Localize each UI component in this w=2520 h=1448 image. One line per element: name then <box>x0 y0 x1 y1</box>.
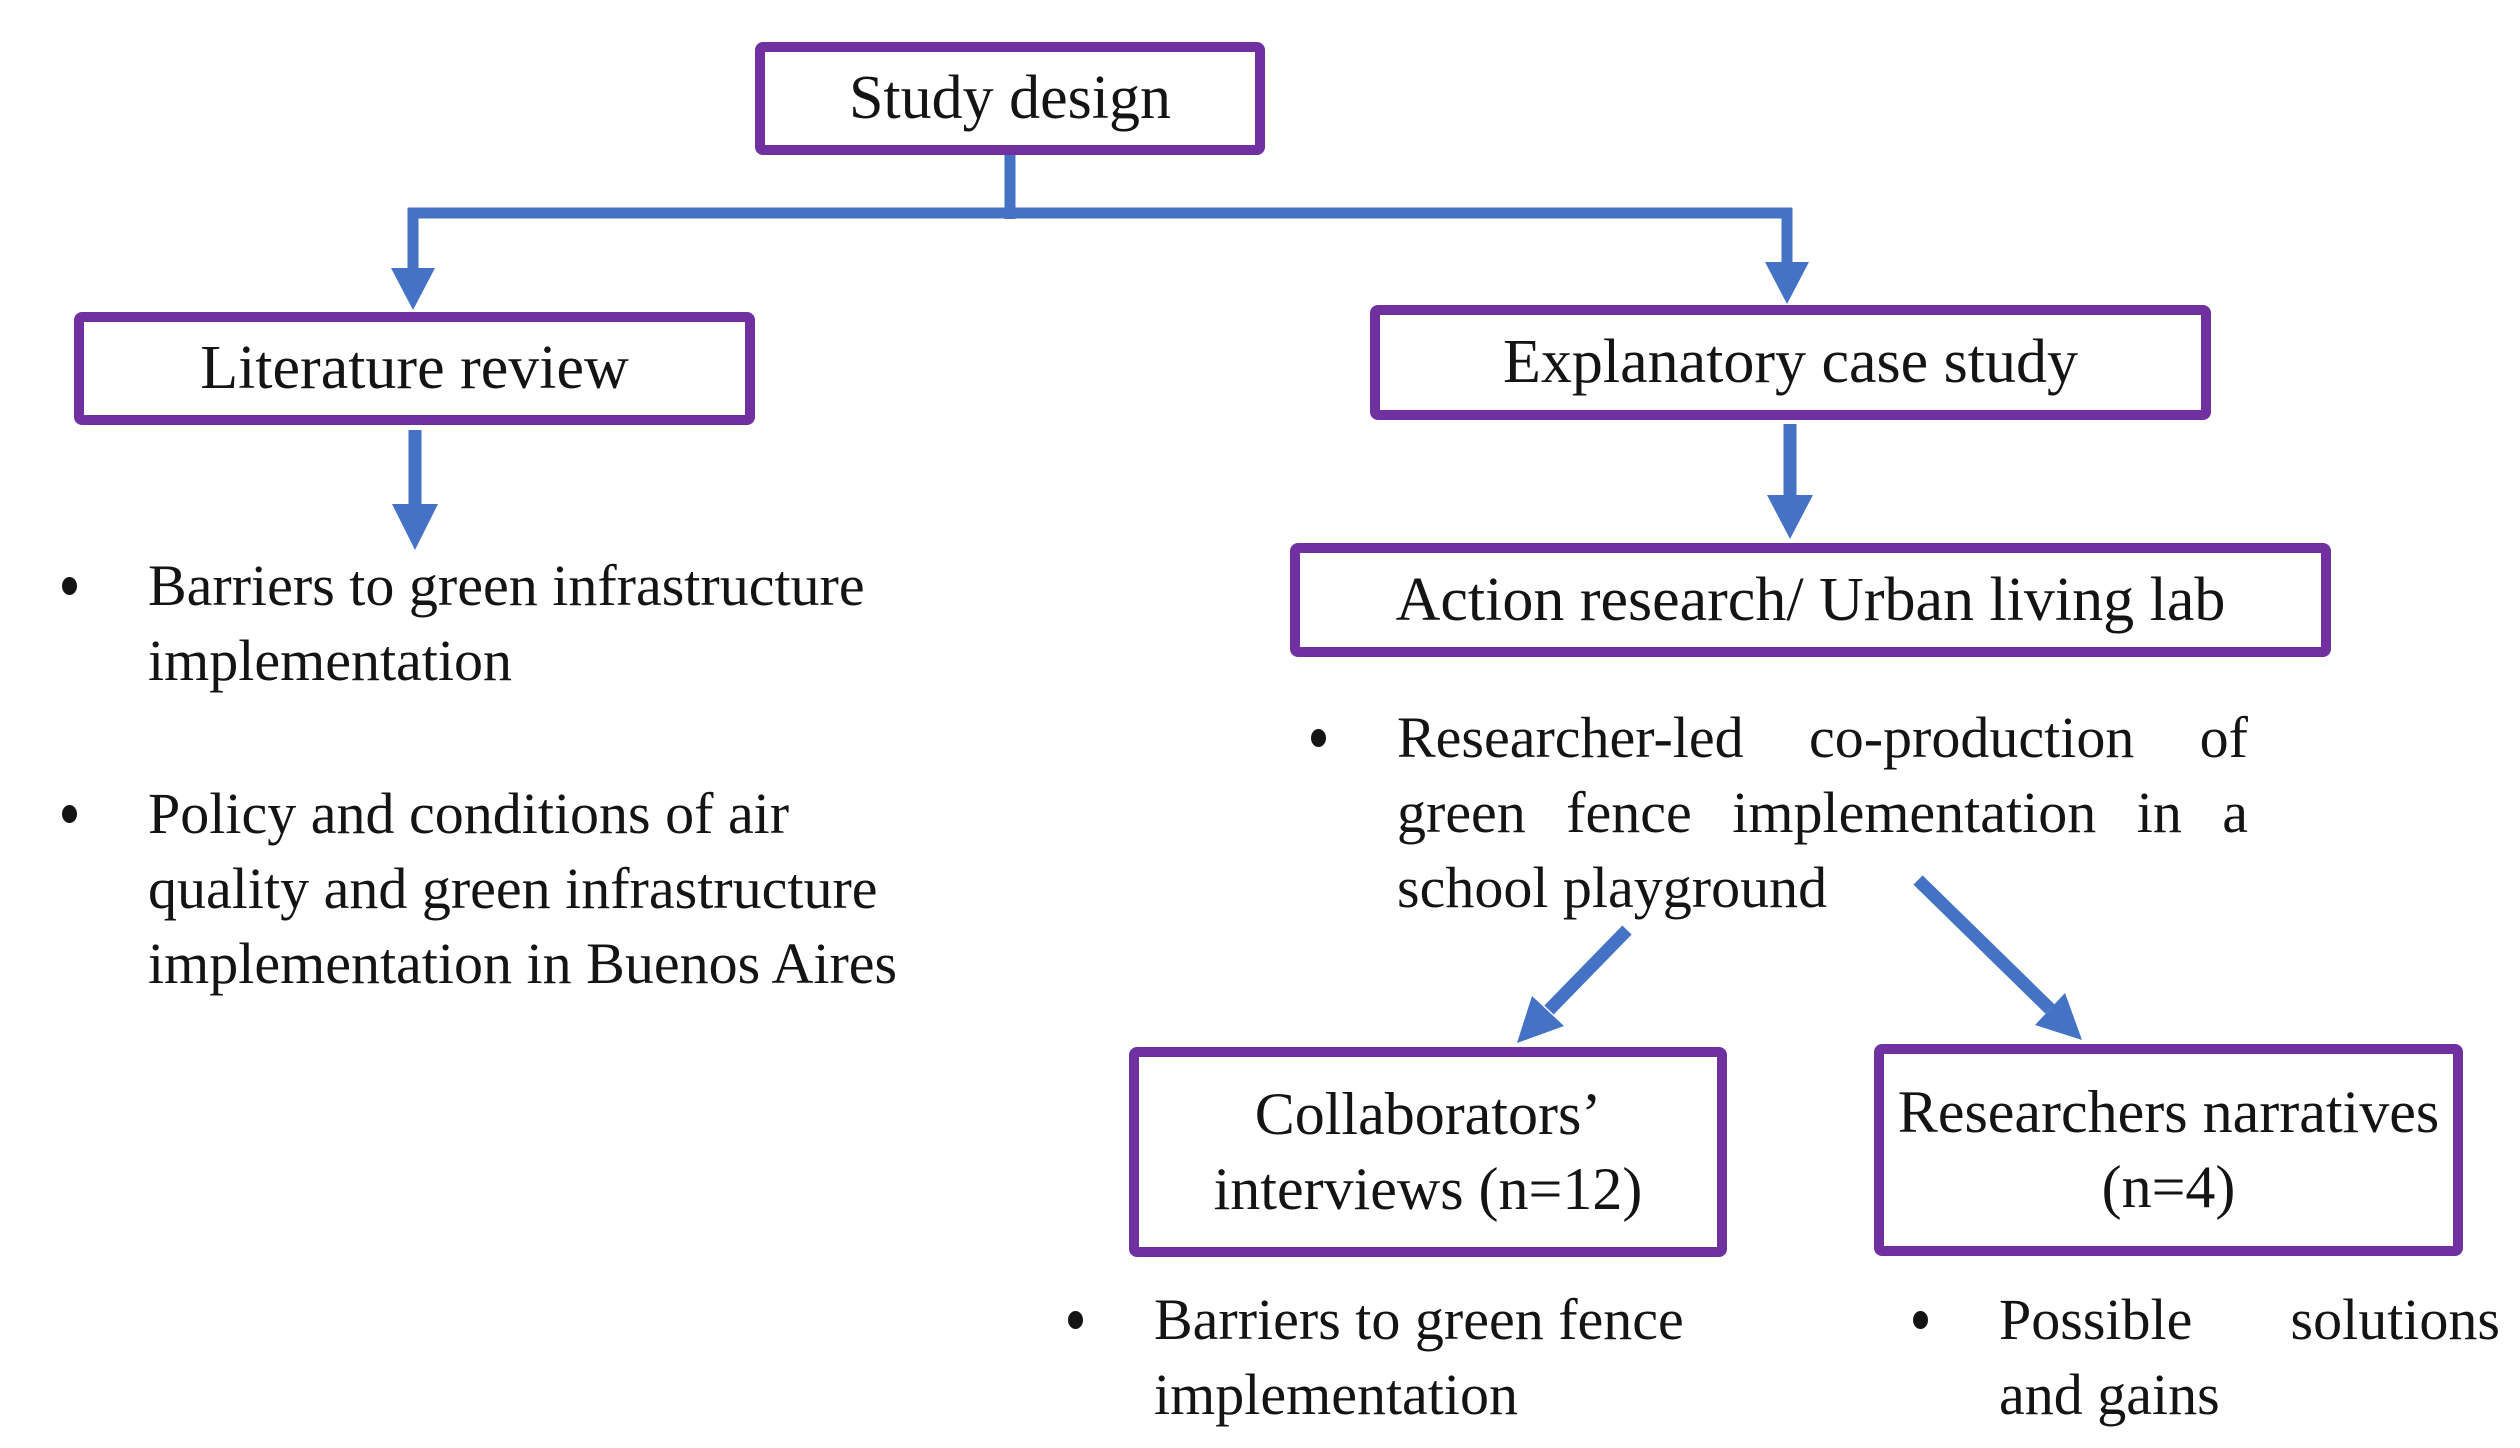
literature-review-bullets: Barriers to green infrastructure impleme… <box>56 548 996 1001</box>
bullet-item: Barriers to green fence implementation <box>1062 1282 1790 1432</box>
action-research-label: Action research/ Urban living lab <box>1395 565 2226 634</box>
arrow-case-study-to-action-research <box>1767 424 1813 539</box>
arrow-playground-to-collaborators <box>1517 925 1632 1043</box>
researchers-narratives-bullets: Possible solutions and gains <box>1907 1282 2500 1432</box>
study-design-label: Study design <box>848 64 1172 132</box>
collaborators-interviews-label: Collaborators’ interviews (n=12) <box>1213 1081 1643 1222</box>
explanatory-case-study-box: Explanatory case study <box>1370 305 2211 420</box>
action-research-box: Action research/ Urban living lab <box>1290 543 2331 657</box>
bullet-item: Researcher-led co-production of green fe… <box>1305 700 2248 925</box>
bullet-item: Barriers to green infrastructure impleme… <box>56 548 996 698</box>
action-research-bullets: Researcher-led co-production of green fe… <box>1305 700 2248 925</box>
literature-review-label: Literature review <box>200 334 629 402</box>
study-design-box: Study design <box>755 42 1265 155</box>
researchers-narratives-box: Researchers narratives (n=4) <box>1874 1044 2463 1256</box>
bullet-item: Possible solutions and gains <box>1907 1282 2500 1432</box>
arrow-literature-to-bullets <box>392 430 438 550</box>
explanatory-case-study-label: Explanatory case study <box>1502 328 2079 396</box>
researchers-narratives-label: Researchers narratives (n=4) <box>1897 1079 2440 1220</box>
collaborators-interviews-box: Collaborators’ interviews (n=12) <box>1129 1047 1727 1257</box>
bullet-item: Policy and conditions of air quality and… <box>56 776 931 1001</box>
arrow-to-explanatory-case-study <box>1765 208 1809 304</box>
arrow-to-literature-review <box>391 208 435 310</box>
collaborators-interviews-bullets: Barriers to green fence implementation <box>1062 1282 1790 1432</box>
literature-review-box: Literature review <box>74 312 755 425</box>
arrow-playground-to-researchers <box>1913 875 2082 1040</box>
